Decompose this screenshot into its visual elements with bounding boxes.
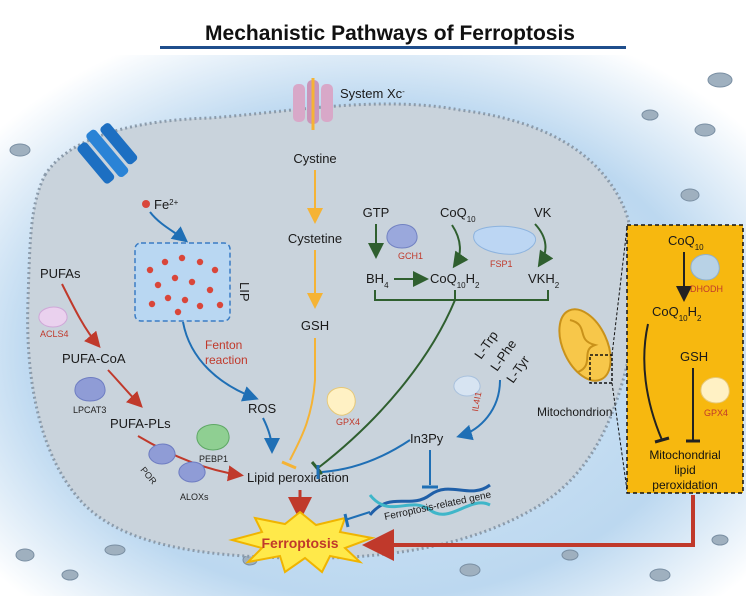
gpx4-enzyme-icon [326,387,356,416]
inhibit-bar-gsh [281,460,297,470]
inhibit-bar-ferroptosis [343,513,350,528]
arrow-vk-vkh2 [534,223,554,268]
cystetine-label: Cystetine [288,231,342,246]
panel-coq10-label: CoQ10 [668,233,704,252]
aloxs-enzyme-icon [178,461,206,483]
arrow-aa-in3py [456,379,501,441]
arrow-ros-lipid [262,417,280,454]
panel-gpx4-label: GPX4 [704,408,728,418]
arrow-pufapls-lipid [137,435,244,482]
acls4-label: ACLS4 [40,329,69,339]
lip-label: LIP [237,282,252,302]
mitochondrion-zoom-box [589,354,613,384]
line-bracket-lipid [317,299,456,469]
cystine-label: Cystine [293,151,336,166]
arrow-coq-coqh2 [451,224,469,269]
coq10-label: CoQ10 [440,205,476,224]
fsp1-label: FSP1 [490,259,513,269]
mitochondrion-icon [558,308,612,382]
ferroptosis-label: Ferroptosis [261,535,338,551]
arrow-pufas-pufacoa [61,283,101,349]
inhibit-bar-panel-coqh2 [654,436,670,444]
mito-lipid-label-1: Mitochondrial [649,448,720,462]
panel-gpx4-enzyme-icon [700,377,730,404]
panel-gsh-label: GSH [680,349,708,364]
gch1-enzyme-icon [386,224,418,249]
system-xc-label: System Xc- [340,86,405,101]
aloxs-label: ALOXs [180,492,209,502]
arrow-pufacoa-pufapls [107,369,143,408]
diagram-title: Mechanistic Pathways of Ferroptosis [205,22,575,45]
iron-channel [77,123,138,184]
vkh2-label: VKH2 [528,271,560,290]
line-gsh-lipid [289,338,316,461]
in3py-label: In3Py [410,431,444,446]
cell-body [26,102,638,560]
line-panel-coqh2-mito [643,323,663,441]
arrow-mito-ferroptosis [362,495,695,561]
dhodh-enzyme-icon [690,254,720,281]
bh4-label: BH4 [366,271,389,290]
lipid-peroxidation-label: Lipid peroxidation [247,470,349,485]
fe-label: Fe2+ [154,197,179,212]
zoom-line-top [611,227,628,356]
mito-lipid-label-3: peroxidation [652,478,717,492]
pebp1-enzyme-icon [196,424,230,451]
fe-ion-dot [142,200,150,208]
por-enzyme-icon [148,443,176,465]
ferroptosis-burst [228,510,376,574]
zoom-line-bottom [611,382,628,491]
vk-label: VK [534,205,552,220]
dhodh-label: DHODH [690,284,723,294]
dna-helix-icon [368,483,491,516]
pufas-label: PUFAs [40,266,81,281]
title-underline [160,46,626,49]
system-xc-transporter [293,78,333,130]
lip-iron-dots [146,254,224,316]
line-gene-ferroptosis [344,511,371,521]
ros-label: ROS [248,401,277,416]
line-in3py-lipid [321,439,411,473]
mito-lipid-label-2: lipid [674,463,695,477]
acls4-enzyme-icon [38,306,68,328]
antioxidant-bracket [374,290,549,301]
fsp1-enzyme-icon [473,225,537,255]
gch1-label: GCH1 [398,251,423,261]
pebp1-label: PEBP1 [199,454,228,464]
background-cells [9,72,733,582]
fenton-label-2: reaction [205,353,248,367]
panel-coq10h2-label: CoQ10H2 [652,304,702,323]
pufa-pls-label: PUFA-PLs [110,416,171,431]
lpcat3-enzyme-icon [74,377,106,402]
gsh-label: GSH [301,318,329,333]
il4i1-label: IL4I1 [470,391,483,412]
lip-box [134,242,231,322]
coq10h2-label: CoQ10H2 [430,271,480,290]
il4i1-enzyme-icon [453,375,481,397]
gtp-label: GTP [363,205,390,220]
mitochondrion-label: Mitochondrion [537,405,612,419]
lpcat3-label: LPCAT3 [73,405,106,415]
arrow-fe-lip [149,211,189,243]
arrow-lip-ros [182,321,259,402]
gpx4-label: GPX4 [336,417,360,427]
pufa-coa-label: PUFA-CoA [62,351,126,366]
fenton-label-1: Fenton [205,338,242,352]
